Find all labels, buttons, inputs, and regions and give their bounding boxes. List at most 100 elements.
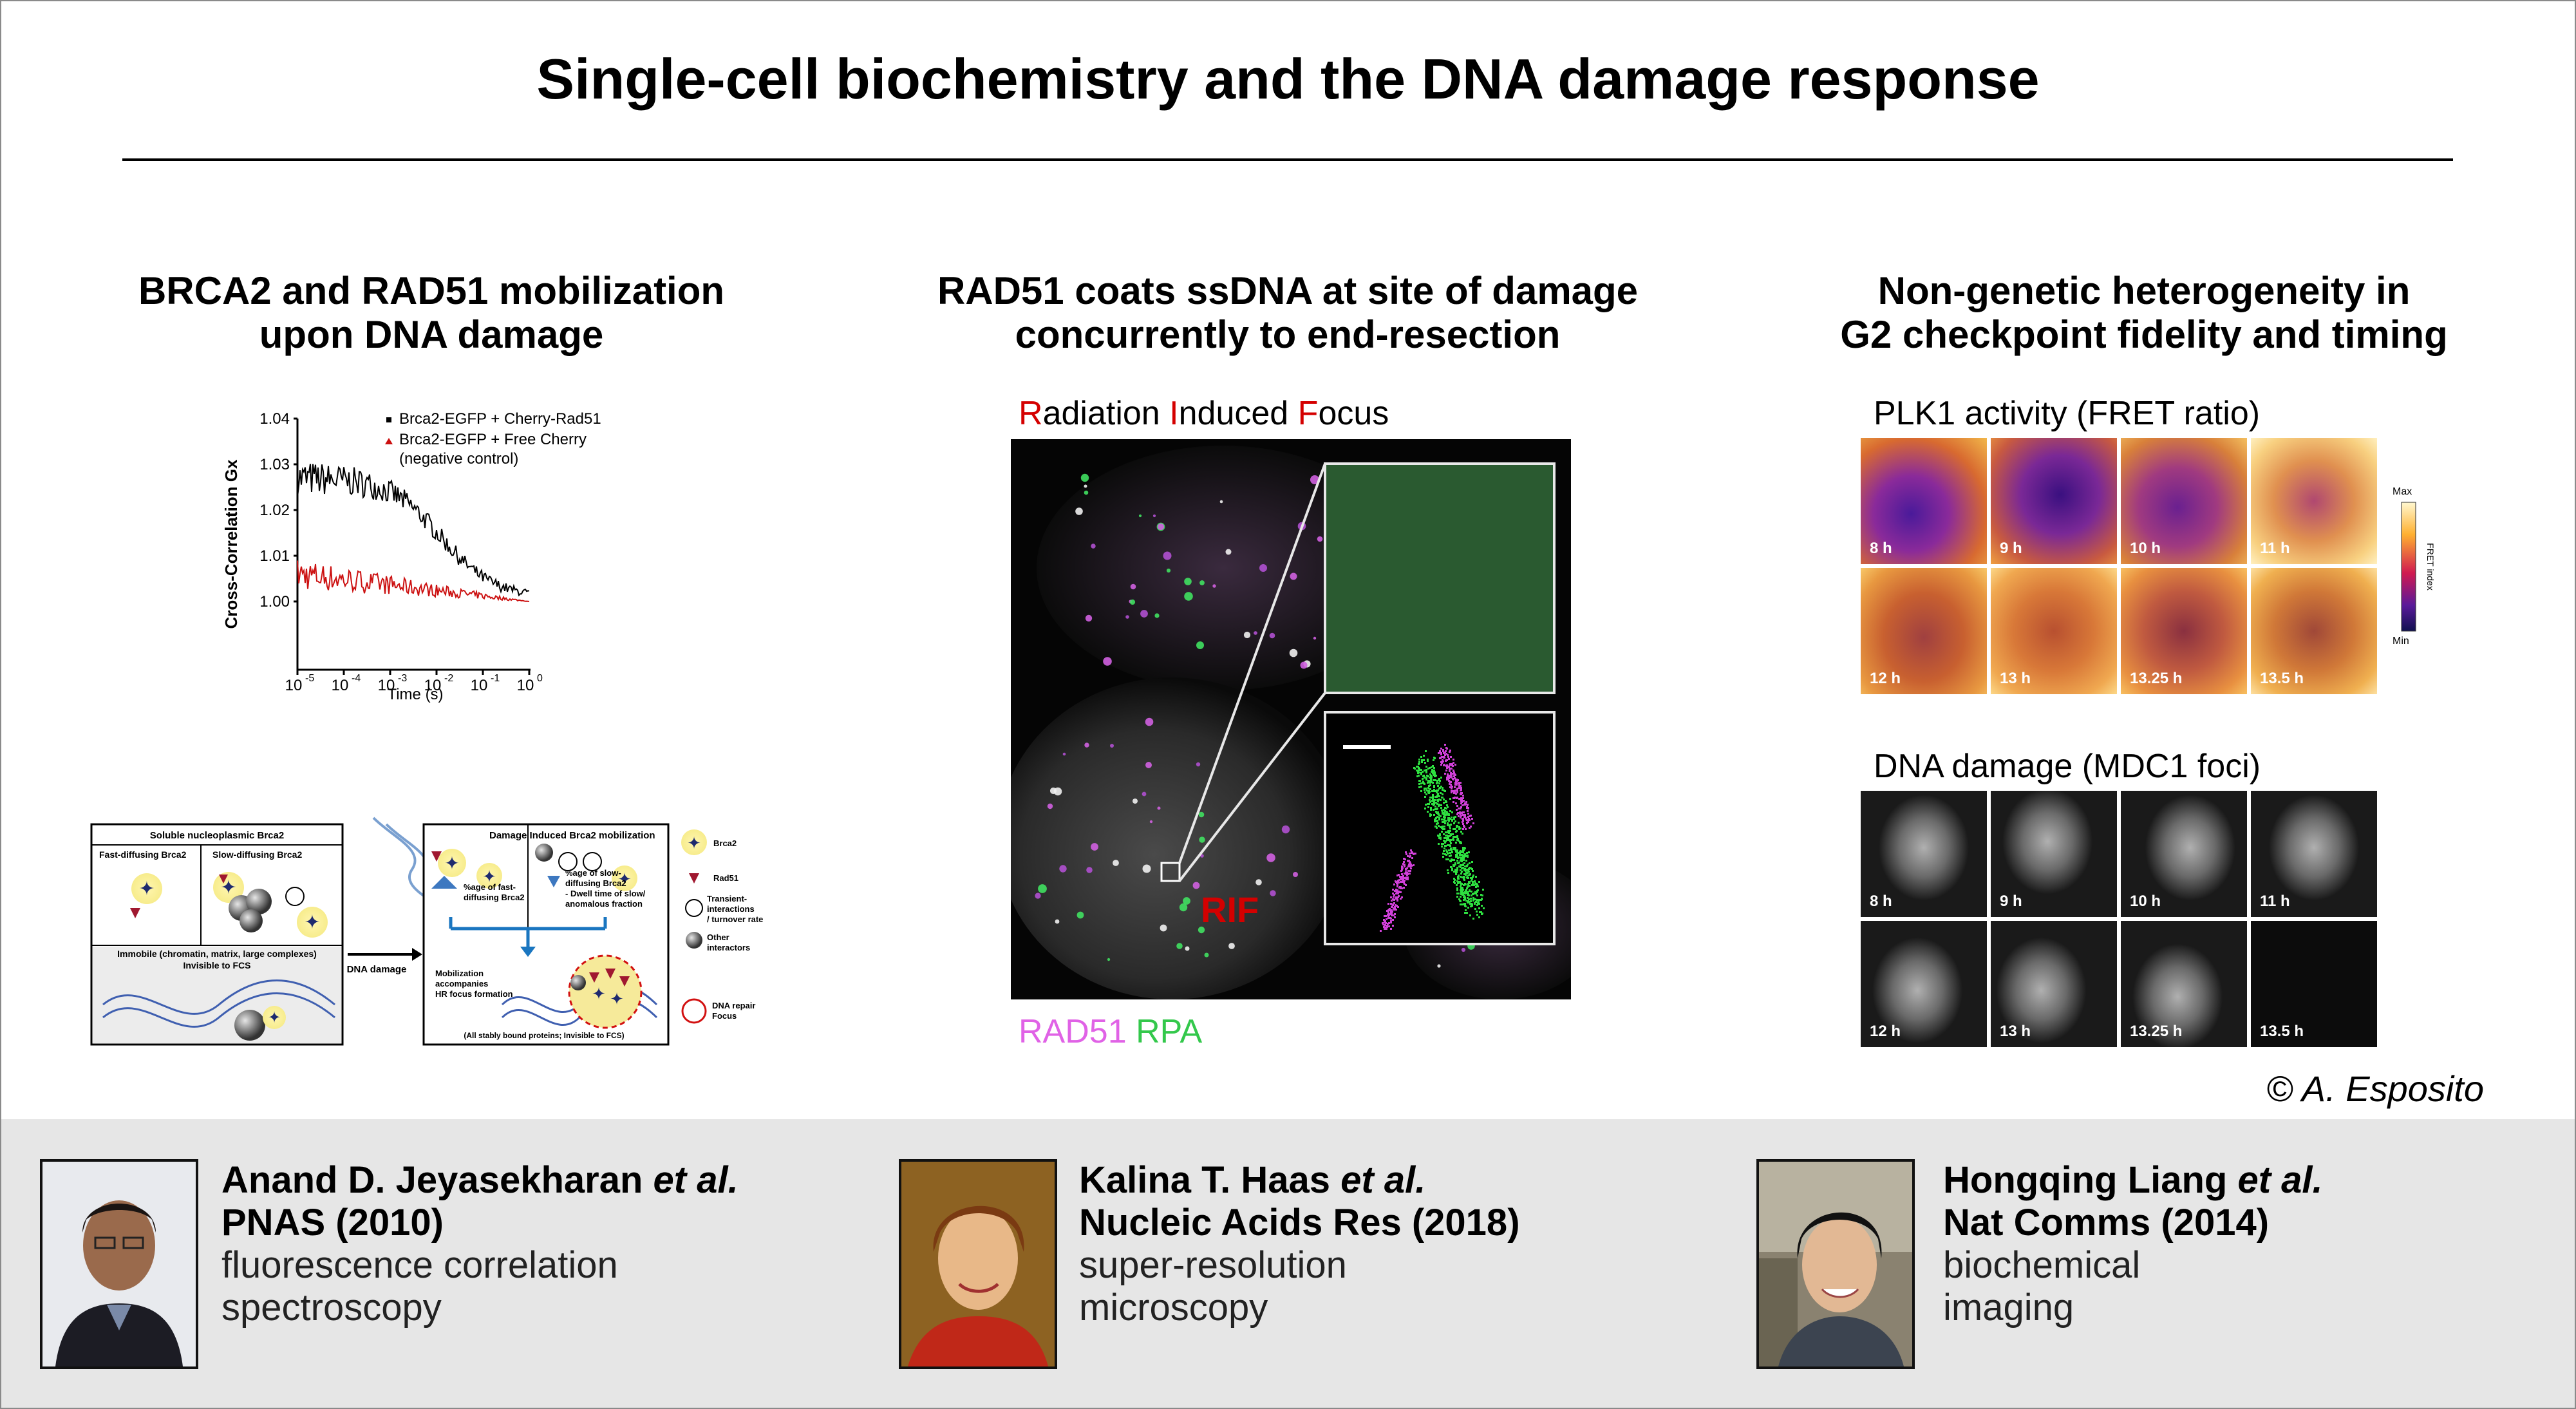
tile-time-label: 13.25 h <box>2130 1023 2183 1040</box>
rad51-localization <box>1403 882 1405 884</box>
rad51-localization <box>1392 893 1394 894</box>
rad51-localization <box>1450 756 1452 758</box>
rpa-localization <box>1443 820 1445 822</box>
rpa-localization <box>1453 818 1455 820</box>
rpa-localization <box>1430 809 1432 811</box>
rad51-localization <box>1442 761 1444 762</box>
rpa-localization <box>1436 823 1438 825</box>
rpa-localization <box>1429 784 1431 786</box>
plk1-tile: 9 h <box>1991 438 2117 564</box>
rpa-localization <box>1456 836 1458 838</box>
rad51-localization <box>1462 828 1464 830</box>
rad51-localization <box>1402 863 1404 865</box>
rpa-localization <box>1429 773 1431 775</box>
rpa-localization <box>1425 750 1427 752</box>
rpa-localization <box>1435 775 1437 777</box>
rpa-localization <box>1459 900 1461 902</box>
key-brca2-label: Brca2 <box>713 838 737 848</box>
rad51-localization <box>1407 878 1409 880</box>
rad51-localization <box>1406 872 1408 874</box>
rpa-localization <box>1472 882 1474 884</box>
rpa-localization <box>1433 779 1434 781</box>
rpa-localization <box>1424 770 1425 771</box>
rad51-localization <box>1402 881 1404 883</box>
rpa-localization <box>1451 851 1453 853</box>
rpa-localization <box>1433 785 1435 787</box>
rpa-localization <box>1469 867 1471 869</box>
rpa-localization <box>1440 804 1442 806</box>
method: super-resolution <box>1079 1244 1347 1286</box>
rad51-localization <box>1440 761 1442 763</box>
rad51-localization <box>1384 927 1386 929</box>
rpa-localization <box>1435 811 1437 813</box>
rad51-localization <box>1404 883 1406 885</box>
rpa-localization <box>1450 860 1452 862</box>
rad51-localization <box>1448 775 1450 777</box>
fast-fraction-label: diffusing Brca2 <box>464 893 525 902</box>
rpa-localization <box>1472 897 1474 899</box>
rpa-localization <box>1450 842 1452 844</box>
rpa-localization <box>1479 911 1481 913</box>
fcs-y-tick-label: 1.00 <box>259 593 290 610</box>
rpa-localization <box>1443 840 1445 842</box>
focus-spot <box>1184 578 1192 585</box>
rpa-localization <box>1478 903 1480 905</box>
focus-spot <box>1133 799 1138 804</box>
rpa-localization <box>1447 822 1449 824</box>
rpa-localization <box>1466 869 1468 871</box>
rpa-localization <box>1445 800 1447 802</box>
focus-spot <box>1157 523 1165 531</box>
tile-time-label: 10 h <box>2130 540 2161 557</box>
rad51-localization <box>1456 789 1458 791</box>
rad51-localization <box>1390 920 1392 922</box>
rpa-localization <box>1434 806 1436 808</box>
rpa-localization <box>1430 814 1432 816</box>
rad51-localization <box>1461 799 1463 800</box>
rpa-localization <box>1427 791 1429 793</box>
rad51-localization <box>1410 849 1412 851</box>
focus-spot <box>1255 879 1262 885</box>
rad51-localization <box>1391 909 1393 911</box>
rpa-localization <box>1443 812 1445 814</box>
rpa-localization <box>1460 903 1462 905</box>
focus-spot <box>1110 744 1114 748</box>
rad51-localization <box>1445 750 1447 752</box>
rpa-localization <box>1460 857 1462 859</box>
fcs-series-red <box>297 560 530 602</box>
star-icon: ✦ <box>482 867 496 886</box>
rpa-localization <box>1462 903 1463 905</box>
rpa-localization <box>1429 782 1431 784</box>
rpa-localization <box>1459 881 1461 883</box>
tile-time-label: 13.5 h <box>2260 1023 2304 1040</box>
rpa-localization <box>1457 876 1459 878</box>
rpa-localization <box>1462 889 1464 891</box>
fcs-y-tick-label: 1.02 <box>259 502 290 519</box>
rpa-localization <box>1446 804 1448 806</box>
rpa-localization <box>1470 877 1472 879</box>
rpa-localization <box>1472 918 1474 920</box>
rpa-localization <box>1431 777 1433 779</box>
tile-time-label: 13 h <box>2000 670 2031 687</box>
rpa-localization <box>1474 908 1476 910</box>
rpa-localization <box>1460 866 1462 868</box>
rpa-localization <box>1436 799 1438 801</box>
rad51-localization <box>1393 894 1395 896</box>
rpa-localization <box>1432 765 1434 767</box>
rpa-localization <box>1434 757 1436 759</box>
scale-title: FRET index <box>2425 543 2436 591</box>
rpa-localization <box>1468 881 1470 883</box>
focus-spot <box>1317 536 1323 542</box>
focus-spot <box>1313 636 1317 640</box>
rad51-localization <box>1387 914 1389 916</box>
rpa-localization <box>1442 826 1443 827</box>
rad51-localization <box>1441 756 1443 758</box>
rad51-localization <box>1393 909 1395 911</box>
rpa-localization <box>1431 769 1433 771</box>
rpa-localization <box>1466 912 1468 914</box>
rpa-localization <box>1478 881 1480 883</box>
rpa-localization <box>1450 847 1452 849</box>
rpa-localization <box>1478 901 1480 903</box>
rpa-localization <box>1443 850 1445 852</box>
rad51-localization <box>1453 792 1455 794</box>
